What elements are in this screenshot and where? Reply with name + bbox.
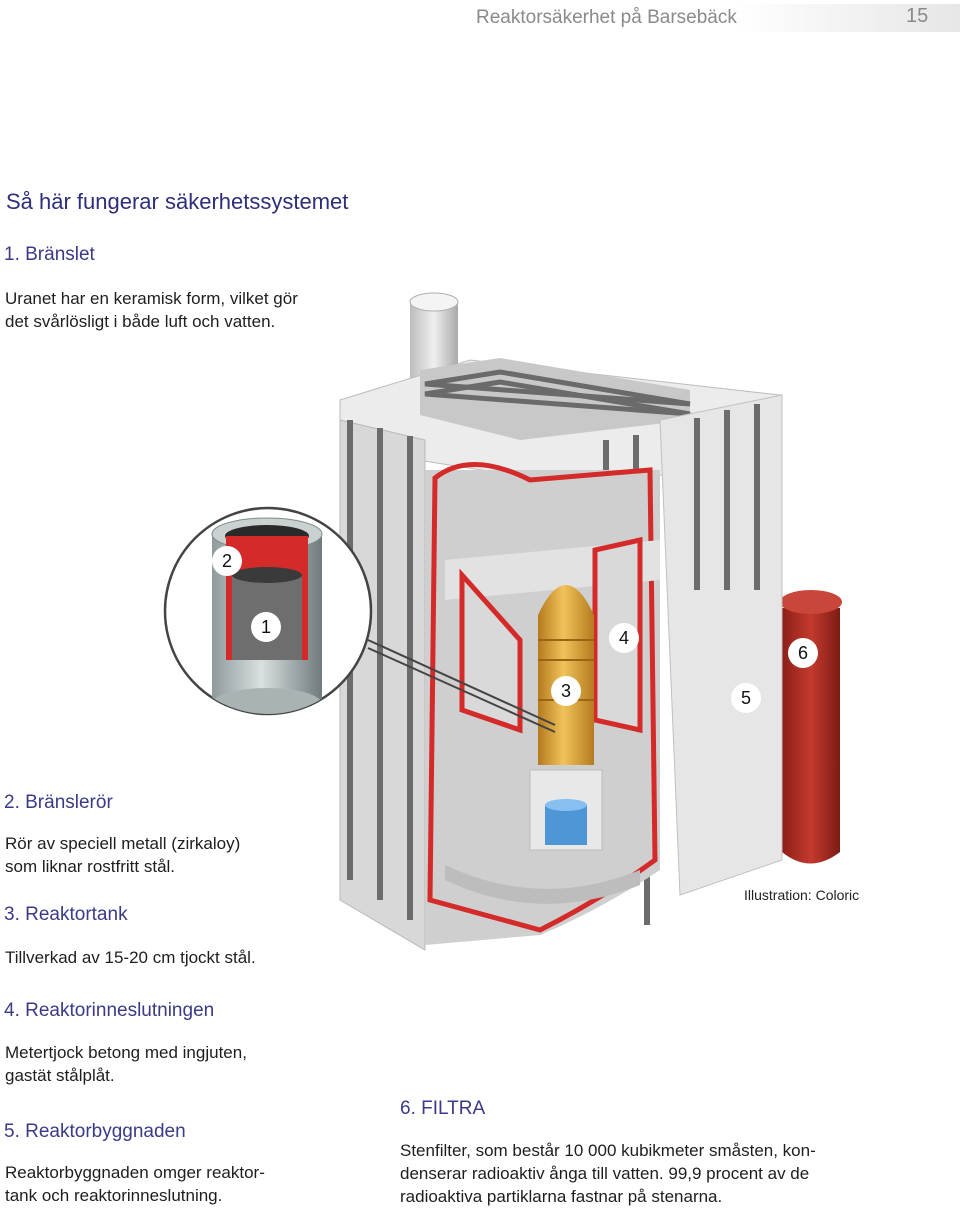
reactor-building: [339, 358, 783, 951]
section-title-building: 5. Reaktorbyggnaden: [4, 1121, 186, 1142]
section-text-reactor-tank: Tillverkad av 15-20 cm tjockt stål.: [5, 948, 256, 967]
label-3-reactor-tank: 3: [551, 676, 581, 706]
label-2-fuel-rod: 2: [212, 546, 242, 576]
page-number: 15: [906, 5, 929, 27]
header-bar: [460, 4, 960, 32]
section-text-containment: Metertjock betong med ingjuten, gastät s…: [5, 1043, 247, 1085]
header-title: Reaktorsäkerhet på Barsebäck: [476, 7, 737, 28]
section-text-building: Reaktorbyggnaden omger reaktor- tank och…: [5, 1163, 265, 1205]
page-heading: Så här fungerar säkerhetssystemet: [6, 189, 349, 214]
section-title-filter: 6. FILTRA: [400, 1098, 486, 1119]
section-text-filter: Stenfilter, som består 10 000 kubikmeter…: [400, 1141, 816, 1206]
section-title-fuel-rod: 2. Bränslerör: [4, 792, 113, 813]
label-1-fuel: 1: [251, 612, 281, 642]
section-title-containment: 4. Reaktorinneslutningen: [4, 1000, 215, 1021]
label-6-filter: 6: [788, 638, 818, 668]
leader-line: [367, 639, 556, 733]
section-title-reactor-tank: 3. Reaktortank: [4, 904, 128, 925]
section-title-fuel: 1. Bränslet: [4, 244, 95, 265]
section-text-fuel-rod: Rör av speciell metall (zirkaloy) som li…: [5, 834, 241, 876]
label-4-containment: 4: [609, 623, 639, 653]
illustration-credit: Illustration: Coloric: [744, 887, 860, 903]
label-5-building: 5: [731, 683, 761, 713]
reactor-tank: [529, 585, 603, 851]
section-text-fuel: Uranet har en keramisk form, vilket gör …: [5, 289, 298, 331]
filter-cylinder: [780, 590, 842, 864]
